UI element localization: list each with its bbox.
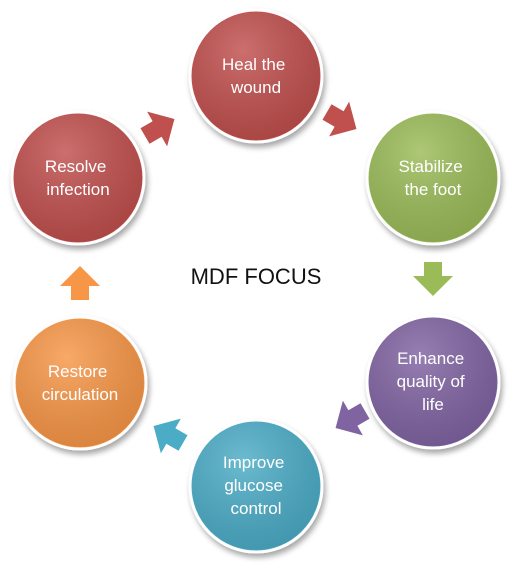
node-restore-circulation: Restore circulation xyxy=(12,315,148,451)
node-label: Heal the wound xyxy=(222,55,290,97)
node-label: Stabilize the foot xyxy=(399,157,468,199)
node-label-line: Stabilize xyxy=(399,157,463,176)
node-shine xyxy=(192,422,320,550)
node-label-line: glucose xyxy=(224,476,283,495)
node-heal-wound: Heal the wound xyxy=(188,8,324,144)
node-shine xyxy=(192,12,320,140)
node-stabilize-foot: Stabilize the foot xyxy=(365,110,501,246)
node-improve-glucose: Improve glucose control xyxy=(188,418,324,554)
node-label: Resolve infection xyxy=(45,157,111,199)
node-label: Improve glucose control xyxy=(223,453,289,518)
node-label: Enhance quality of life xyxy=(397,349,470,414)
arrow-heal-to-stabilize xyxy=(322,101,357,137)
node-label-line: Resolve xyxy=(45,157,106,176)
node-label-line: Restore xyxy=(48,362,108,381)
node-label-line: infection xyxy=(46,180,109,199)
arrow-stabilize-to-enhance xyxy=(413,262,453,296)
node-label-line: control xyxy=(230,499,281,518)
arrow-restore-to-resolve xyxy=(60,266,100,300)
node-label: Restore circulation xyxy=(42,362,119,404)
node-label-line: the foot xyxy=(405,180,462,199)
node-label-line: Improve xyxy=(223,453,284,472)
arrow-improve-to-restore xyxy=(153,418,188,454)
node-shine xyxy=(16,319,144,447)
node-shine xyxy=(369,114,497,242)
center-title: MDF FOCUS xyxy=(191,264,322,289)
node-label-line: Enhance xyxy=(397,349,464,368)
node-label-line: quality of xyxy=(397,372,465,391)
node-shine xyxy=(14,114,142,242)
node-label-line: Heal the xyxy=(222,55,285,74)
node-resolve-infection: Resolve infection xyxy=(10,110,146,246)
node-shine xyxy=(369,318,497,446)
arrow-resolve-to-heal xyxy=(140,111,175,147)
cycle-arrows xyxy=(60,101,453,454)
arrow-enhance-to-improve xyxy=(335,400,370,436)
node-enhance-quality: Enhance quality of life xyxy=(365,314,501,450)
node-label-line: wound xyxy=(230,78,281,97)
node-label-line: life xyxy=(422,395,444,414)
node-label-line: circulation xyxy=(42,385,119,404)
